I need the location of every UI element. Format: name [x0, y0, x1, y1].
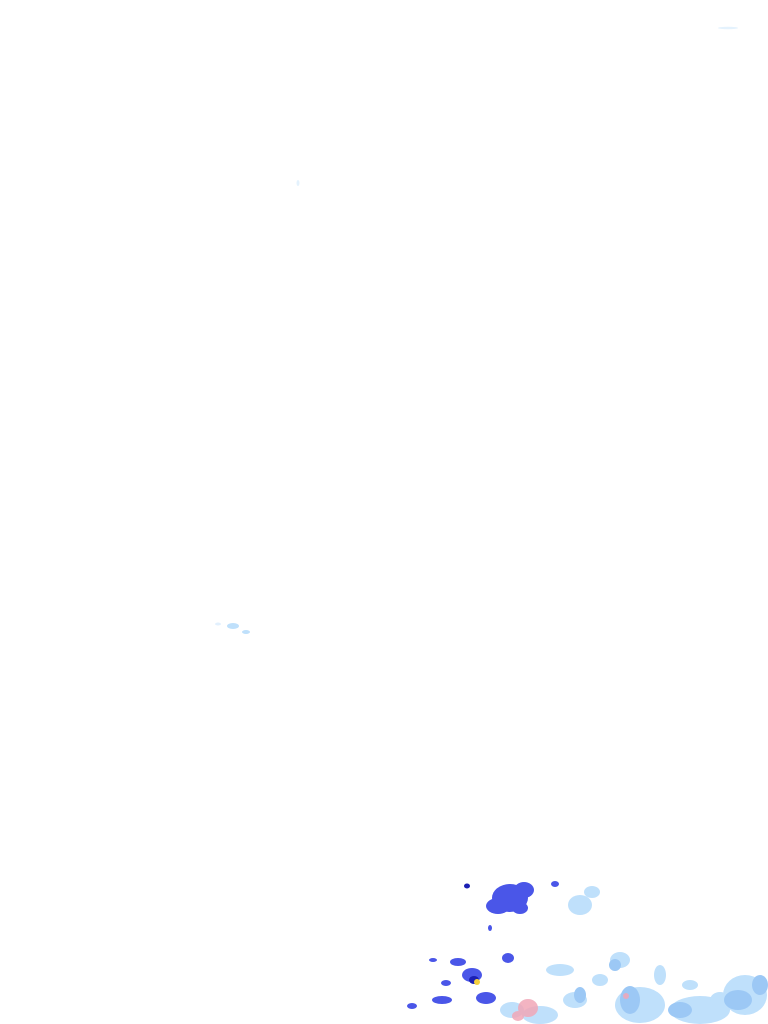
light-echo-cluster-west [215, 622, 250, 634]
precip-intense [474, 979, 480, 985]
precip-medium [574, 959, 768, 1018]
precip-moderate [407, 881, 559, 1009]
faint-echoes-top [296, 26, 738, 186]
precip-mixed [512, 993, 629, 1021]
precip-field-southeast [407, 881, 768, 1024]
